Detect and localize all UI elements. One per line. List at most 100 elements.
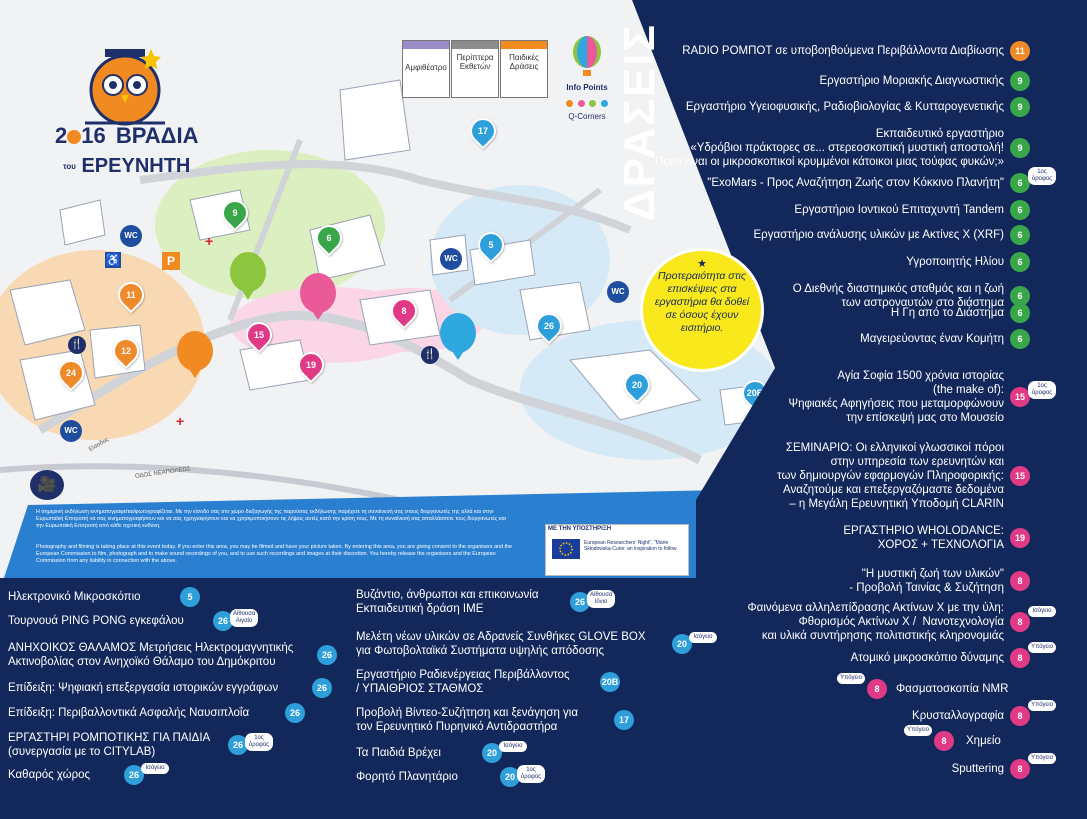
activity-item-text: Εργαστήριο Υγειοφυσικής, Ραδιοβιολογίας …	[685, 101, 1004, 113]
activity-number-badge[interactable]: 20	[500, 767, 520, 787]
activity-number-badge[interactable]: 6	[1010, 252, 1030, 272]
notice-greek-text: Η σημερινή εκδήλωση κινηματογραφείται/φω…	[36, 509, 506, 529]
activity-number-badge[interactable]: 26	[213, 611, 233, 631]
activity-item-text: Μελέτη νέων υλικών σε Αδρανείς Συνθήκες …	[356, 631, 646, 657]
activity-number-badge[interactable]: 8	[934, 731, 954, 751]
activity-number-badge[interactable]: 26	[124, 765, 144, 785]
floor-tag: Ισόγειο	[499, 741, 527, 752]
floor-tag: Υπόγειο	[1028, 753, 1056, 764]
activity-item-text: Επίδειξη: Ψηφιακή επεξεργασία ιστορικών …	[8, 682, 279, 694]
activity-item-text: Προβολή Βίντεο-Συζήτηση και ξενάγηση για…	[356, 707, 578, 733]
eu-flag-icon	[552, 539, 580, 559]
floor-tag: Υπόγειο	[904, 725, 932, 736]
activity-number-badge[interactable]: 6	[1010, 286, 1030, 306]
activity-item-text: Φασματοσκοπία NMR	[896, 683, 1009, 695]
wc-label: WC	[444, 254, 458, 263]
exhibitions-color-bar	[452, 41, 498, 49]
activity-number-badge[interactable]: 15	[1010, 466, 1030, 486]
first-aid-icon: +	[205, 233, 214, 249]
floor-tag: 1ος όροφος	[245, 733, 273, 751]
location-number[interactable]: 8	[401, 306, 407, 316]
activity-item-text: Καθαρός χώρος	[8, 769, 91, 781]
restaurant-icon: 🍴	[68, 336, 86, 354]
activity-item-text: Μαγειρεύοντας έναν Κομήτη	[860, 333, 1004, 345]
wc-marker: WC	[440, 248, 462, 270]
first-aid-icon: +	[176, 413, 185, 429]
activity-number-badge[interactable]: 26	[317, 645, 337, 665]
year-part-1: 2	[55, 123, 68, 148]
floor-tag: Ισόγειο	[141, 763, 169, 774]
star-icon: ★	[697, 258, 707, 270]
activity-item-text: Τουρνουά PING PONG εγκεφάλου	[8, 615, 184, 627]
activity-item-text: Εργαστήριο Ραδιενέργειας Περιβάλλοντος /…	[356, 669, 570, 695]
activity-number-badge[interactable]: 8	[1010, 571, 1030, 591]
activity-number-badge[interactable]: 19	[1010, 528, 1030, 548]
amphitheater-color-bar	[403, 41, 449, 49]
location-number[interactable]: 11	[126, 290, 136, 300]
floor-tag: 1ος όροφος	[1028, 167, 1056, 185]
location-number[interactable]: 20	[631, 380, 642, 390]
activity-number-badge[interactable]: 26	[285, 703, 305, 723]
activity-number-badge[interactable]: 6	[1010, 329, 1030, 349]
activity-item-text: Ηλεκτρονικό Μικροσκόπιο	[8, 591, 141, 603]
activity-item-text: Φαινόμενα αλληλεπίδρασης Ακτίνων Χ με τη…	[747, 602, 1005, 642]
event-title-main: ΒΡΑΔΙΑ	[115, 123, 199, 148]
eu-support-box: ΜΕ ΤΗΝ ΥΠΟΣΤΗΡΙΞΗ European Researchers' …	[545, 524, 689, 576]
location-number[interactable]: 15	[253, 330, 264, 340]
activity-number-badge[interactable]: 6	[1010, 225, 1030, 245]
activity-number-badge[interactable]: 8	[1010, 612, 1030, 632]
location-number[interactable]: 5	[488, 240, 494, 250]
location-number[interactable]: 12	[120, 346, 131, 356]
activity-number-badge[interactable]: 20	[672, 634, 692, 654]
activity-number-badge[interactable]: 26	[228, 735, 248, 755]
activity-item-text: Η Γη από το Διάστημα	[890, 307, 1004, 319]
activity-number-badge[interactable]: 8	[1010, 648, 1030, 668]
legend-info-points-label: Info Points	[566, 83, 608, 92]
floor-tag: Ισόγειο	[1028, 606, 1056, 617]
year-part-2: 16	[81, 123, 106, 148]
event-title-sub-small: του	[63, 162, 76, 172]
floor-tag: Υπόγειο	[1028, 700, 1056, 711]
legend-kids: Παιδικές Δράσεις	[500, 40, 548, 98]
activity-number-badge[interactable]: 9	[1010, 138, 1030, 158]
location-number[interactable]: 17	[477, 126, 488, 136]
activity-number-badge[interactable]: 11	[1010, 41, 1030, 61]
activity-number-badge[interactable]: 20B	[600, 672, 620, 692]
location-number[interactable]: 19	[305, 360, 316, 370]
activity-number-badge[interactable]: 20	[482, 743, 502, 763]
wc-label: WC	[124, 231, 138, 240]
activity-number-badge[interactable]: 8	[1010, 706, 1030, 726]
activity-number-badge[interactable]: 6	[1010, 303, 1030, 323]
floor-tag: Υπόγειο	[837, 673, 865, 684]
activity-number-badge[interactable]: 26	[312, 678, 332, 698]
activity-number-badge[interactable]: 8	[1010, 759, 1030, 779]
activity-number-badge[interactable]: 8	[867, 679, 887, 699]
activity-number-badge[interactable]: 9	[1010, 71, 1030, 91]
location-number[interactable]: 6	[326, 233, 332, 243]
activity-number-badge[interactable]: 5	[180, 587, 200, 607]
activity-item-text: Τα Παιδιά Βρέχει	[356, 747, 441, 759]
support-label: ΜΕ ΤΗΝ ΥΠΟΣΤΗΡΙΞΗ	[548, 526, 612, 532]
wc-marker: WC	[60, 420, 82, 442]
location-number[interactable]: 20B	[746, 388, 764, 398]
activity-number-badge[interactable]: 15	[1010, 387, 1030, 407]
legend-amphitheater: Αμφιθέατρο	[402, 40, 450, 98]
activity-item-text: Εργαστήριο Μοριακής Διαγνωστικής	[819, 75, 1004, 87]
activity-item-text: Εκπαιδευτικό εργαστήριο «Υδρόβιοι πράκτο…	[655, 128, 1004, 168]
location-number[interactable]: 9	[232, 208, 238, 218]
location-number[interactable]: 24	[65, 368, 76, 378]
activity-item-text: ΕΡΓΑΣΤΗΡΙ ΡΟΜΠΟΤΙΚΗΣ ΓΙΑ ΠΑΙΔΙΑ (συνεργα…	[8, 732, 211, 758]
activity-number-badge[interactable]: 26	[570, 592, 590, 612]
activity-number-badge[interactable]: 17	[614, 710, 634, 730]
wc-label: WC	[64, 426, 78, 435]
legend-q-corners-label: Q-Corners	[568, 112, 606, 121]
legend-kids-label: Παιδικές Δράσεις	[509, 53, 539, 71]
activity-number-badge[interactable]: 6	[1010, 200, 1030, 220]
activity-item-text: "Η μυστική ζωή των υλικών" - Προβολή Ται…	[849, 568, 1004, 594]
location-number[interactable]: 26	[543, 321, 554, 331]
wc-marker: WC	[607, 281, 629, 303]
legend-amphitheater-label: Αμφιθέατρο	[405, 63, 447, 72]
activity-number-badge[interactable]: 9	[1010, 97, 1030, 117]
activity-number-badge[interactable]: 6	[1010, 173, 1030, 193]
